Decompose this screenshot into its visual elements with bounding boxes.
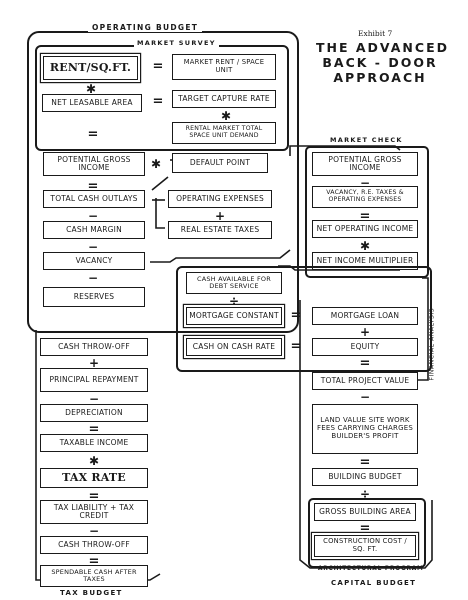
net-income-multiplier-box: NET INCOME MULTIPLIER bbox=[312, 252, 418, 270]
check-potential-gross-income-box: POTENTIAL GROSS INCOME bbox=[312, 152, 418, 176]
equals-operator: = bbox=[87, 127, 99, 142]
tax-rate-box: TAX RATE bbox=[40, 468, 148, 488]
times-operator: ✱ bbox=[85, 82, 97, 96]
minus-operator: − bbox=[88, 392, 100, 406]
cash-margin-box: CASH MARGIN bbox=[43, 221, 145, 239]
times-operator: ✱ bbox=[220, 109, 232, 123]
plus-operator: + bbox=[88, 356, 100, 370]
depreciation-box: DEPRECIATION bbox=[40, 404, 148, 422]
equals-operator: = bbox=[152, 59, 164, 74]
construction-cost-box: CONSTRUCTION COST / SQ. FT. bbox=[314, 535, 416, 557]
land-value-etc-box: LAND VALUE SITE WORK FEES CARRYING CHARG… bbox=[312, 404, 418, 454]
divide-operator: ÷ bbox=[359, 487, 371, 501]
financial-analysis-label: FINANCIAL ANALYSIS bbox=[428, 307, 436, 381]
operating-budget-label: OPERATING BUDGET bbox=[88, 24, 203, 32]
times-operator: ✱ bbox=[88, 454, 100, 468]
market-check-label: MARKET CHECK bbox=[330, 136, 403, 144]
rental-market-demand-box: RENTAL MARKET TOTAL SPACE UNIT DEMAND bbox=[172, 122, 276, 144]
tax-budget-label: TAX BUDGET bbox=[60, 589, 123, 597]
equals-operator: = bbox=[88, 489, 100, 504]
minus-operator: − bbox=[359, 390, 371, 404]
building-budget-box: BUILDING BUDGET bbox=[312, 468, 418, 486]
potential-gross-income-box: POTENTIAL GROSS INCOME bbox=[43, 152, 145, 176]
gross-building-area-box: GROSS BUILDING AREA bbox=[314, 503, 416, 521]
tax-liability-box: TAX LIABILITY + TAX CREDIT bbox=[40, 500, 148, 524]
financial-analysis-frame bbox=[176, 266, 432, 372]
equals-operator: = bbox=[359, 521, 371, 536]
diagram-title-line-2: BACK - DOOR bbox=[322, 55, 438, 70]
minus-operator: − bbox=[87, 271, 99, 285]
cash-throw-off-2-box: CASH THROW-OFF bbox=[40, 536, 148, 554]
net-operating-income-box: NET OPERATING INCOME bbox=[312, 220, 418, 238]
architectural-program-label: ARCHITECTURAL PROGRAM bbox=[318, 566, 424, 572]
exhibit-label: Exhibit 7 bbox=[358, 29, 393, 38]
equity-box: EQUITY bbox=[312, 338, 418, 356]
target-capture-rate-box: TARGET CAPTURE RATE bbox=[172, 90, 276, 108]
vacancy-box: VACANCY bbox=[43, 252, 145, 270]
minus-operator: − bbox=[88, 524, 100, 538]
minus-operator: − bbox=[359, 176, 371, 190]
times-operator: ✱ bbox=[150, 157, 162, 171]
diagram-title-line-1: THE ADVANCED bbox=[316, 40, 449, 55]
reserves-box: RESERVES bbox=[43, 287, 145, 307]
equals-operator: = bbox=[87, 179, 99, 194]
real-estate-taxes-box: REAL ESTATE TAXES bbox=[168, 221, 272, 239]
default-point-box: DEFAULT POINT bbox=[172, 153, 268, 173]
minus-operator: − bbox=[87, 209, 99, 223]
plus-operator: + bbox=[359, 325, 371, 339]
equals-operator: = bbox=[88, 422, 100, 437]
mortgage-loan-box: MORTGAGE LOAN bbox=[312, 307, 418, 325]
equals-operator: = bbox=[290, 308, 302, 323]
equals-operator: = bbox=[290, 339, 302, 354]
total-cash-outlays-box: TOTAL CASH OUTLAYS bbox=[43, 190, 145, 208]
capital-budget-label: CAPITAL BUDGET bbox=[331, 579, 417, 587]
times-operator: ✱ bbox=[359, 239, 371, 253]
equals-operator: = bbox=[152, 94, 164, 109]
cash-on-cash-rate-box: CASH ON CASH RATE bbox=[186, 338, 282, 356]
vacancy-taxes-expenses-box: VACANCY, R.E. TAXES & OPERATING EXPENSES bbox=[312, 186, 418, 208]
cash-throw-off-box: CASH THROW-OFF bbox=[40, 338, 148, 356]
operating-budget-frame bbox=[27, 31, 299, 333]
spendable-cash-box: SPENDABLE CASH AFTER TAXES bbox=[40, 565, 148, 587]
divide-operator: ÷ bbox=[228, 294, 240, 308]
equals-operator: = bbox=[88, 554, 100, 569]
plus-operator: + bbox=[214, 209, 226, 223]
taxable-income-box: TAXABLE INCOME bbox=[40, 434, 148, 452]
net-leasable-area-box: NET LEASABLE AREA bbox=[42, 94, 142, 112]
mortgage-constant-box: MORTGAGE CONSTANT bbox=[186, 307, 282, 325]
market-survey-label: MARKET SURVEY bbox=[134, 40, 219, 47]
cash-available-debt-box: CASH AVAILABLE FOR DEBT SERVICE bbox=[186, 272, 282, 294]
principal-repayment-box: PRINCIPAL REPAYMENT bbox=[40, 368, 148, 392]
total-project-value-box: TOTAL PROJECT VALUE bbox=[312, 372, 418, 390]
minus-operator: − bbox=[87, 240, 99, 254]
market-check-frame bbox=[305, 146, 429, 278]
architectural-program-frame bbox=[308, 498, 426, 568]
equals-operator: = bbox=[359, 209, 371, 224]
market-rent-box: MARKET RENT / SPACE UNIT bbox=[172, 54, 276, 80]
equals-operator: = bbox=[359, 455, 371, 470]
operating-expenses-box: OPERATING EXPENSES bbox=[168, 190, 272, 208]
diagram-title-line-3: APPROACH bbox=[333, 70, 427, 85]
equals-operator: = bbox=[359, 356, 371, 371]
rent-per-sqft-box: RENT/SQ.FT. bbox=[43, 56, 138, 80]
